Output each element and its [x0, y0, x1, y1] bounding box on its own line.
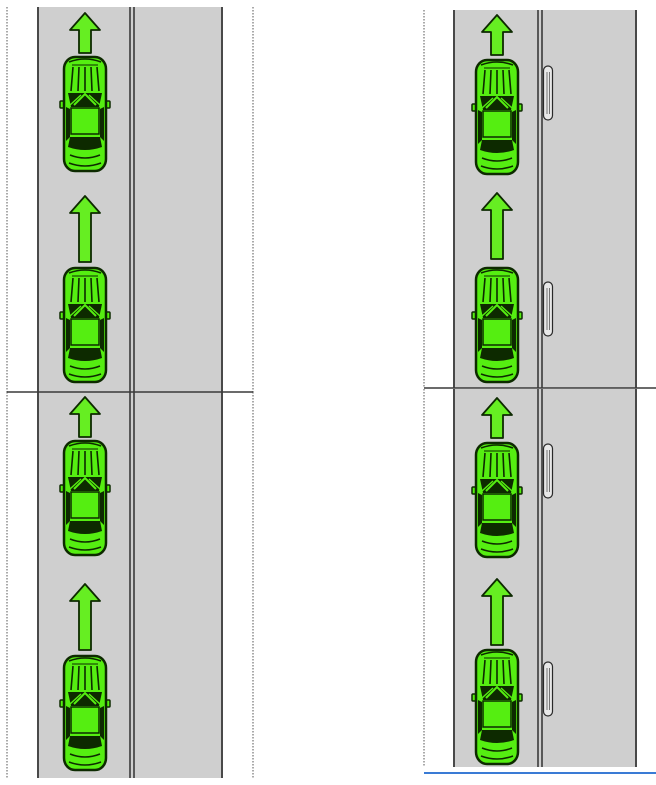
left-road-diagram	[6, 6, 254, 779]
car-icon	[470, 58, 524, 176]
right-road-diagram	[423, 9, 656, 774]
road-tile	[423, 9, 656, 389]
car-icon	[58, 654, 112, 772]
car-icon	[58, 55, 112, 173]
lane-reflector-icon	[542, 661, 554, 717]
car-icon	[470, 648, 524, 766]
road-tile	[6, 391, 254, 779]
lane-reflector-icon	[542, 281, 554, 337]
lane-reflector-icon	[542, 65, 554, 121]
car-icon	[470, 441, 524, 559]
road-tile	[423, 388, 656, 768]
car-icon	[470, 266, 524, 384]
lane-reflector-icon	[542, 443, 554, 499]
car-icon	[58, 439, 112, 557]
road-tile	[6, 6, 254, 394]
car-icon	[58, 266, 112, 384]
